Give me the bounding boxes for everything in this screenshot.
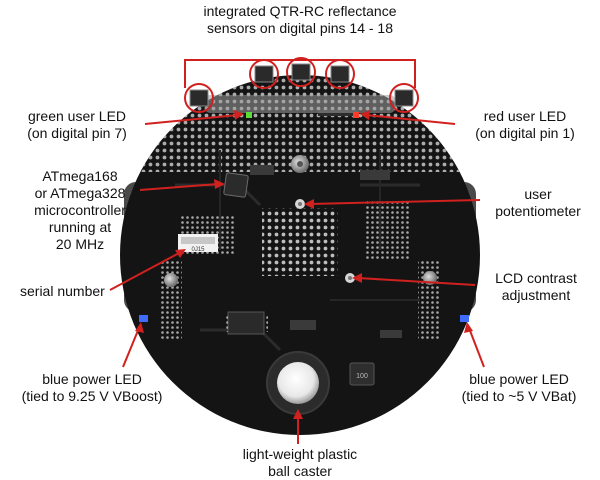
- serial-sticker: 0J15: [178, 234, 218, 253]
- user-potentiometer: [295, 199, 305, 209]
- blue-left-label: blue power LED (tied to 9.25 V VBoost): [2, 371, 182, 405]
- lcd-contrast-pot: [345, 273, 355, 283]
- arrow-red-led: [365, 114, 456, 125]
- blue-led-left: [139, 315, 148, 322]
- sensor-circle-4: [325, 59, 355, 89]
- sensor-circle-2: [249, 59, 279, 89]
- microcontroller-chip: [223, 172, 249, 198]
- green-led-label: green user LED (on digital pin 7): [2, 108, 152, 142]
- mcu-line-4: running at: [48, 219, 112, 235]
- sensor-bracket: [184, 59, 416, 88]
- caster-line-1: light-weight plastic: [242, 446, 358, 462]
- user-pot-line-2: potentiometer: [495, 203, 581, 219]
- lcd-line-2: adjustment: [501, 287, 571, 303]
- mcu-line-3: microcontroller: [34, 202, 126, 218]
- arrow-user-pot: [309, 199, 481, 205]
- user-pot-line-1: user: [524, 186, 552, 202]
- sensor-circle-1: [184, 83, 214, 113]
- title-label: integrated QTR-RC reflectance sensors on…: [180, 3, 420, 37]
- callout-arrows: [109, 110, 485, 444]
- mcu-line-2: or ATmega328: [34, 185, 126, 201]
- sensor-strip: [205, 95, 395, 113]
- blue-right-line-2: (tied to ~5 V VBat): [461, 388, 577, 404]
- sensor-4: [330, 65, 350, 83]
- sensor-2: [254, 65, 274, 83]
- serial-label: serial number: [20, 283, 130, 300]
- caster-label: light-weight plastic ball caster: [208, 446, 392, 480]
- blue-right-line-1: blue power LED: [469, 371, 569, 387]
- sensor-3: [291, 63, 311, 81]
- sensor-circle-3: [286, 57, 316, 87]
- robot-board: [120, 75, 480, 435]
- green-led-line-2: (on digital pin 7): [27, 125, 127, 141]
- arrow-blue-right: [468, 327, 485, 368]
- sensor-5: [394, 89, 414, 107]
- user-pot-label: user potentiometer: [478, 186, 598, 220]
- lcd-label: LCD contrast adjustment: [474, 270, 598, 304]
- inductor: 100: [349, 362, 375, 386]
- blue-led-right: [460, 315, 469, 322]
- red-led-line-2: (on digital pin 1): [475, 125, 575, 141]
- blue-left-line-2: (tied to 9.25 V VBoost): [21, 388, 163, 404]
- serial-line-1: serial number: [20, 283, 105, 299]
- red-led: [353, 112, 359, 118]
- qtr-sensors: [189, 63, 414, 107]
- arrow-blue-left: [122, 327, 140, 368]
- ball-caster: [266, 351, 330, 415]
- red-led-label: red user LED (on digital pin 1): [452, 108, 598, 142]
- inductor-text: 100: [356, 373, 368, 380]
- sticker-text: 0J15: [191, 247, 205, 253]
- mcu-line-1: ATmega168: [42, 168, 118, 184]
- sensor-callouts: [184, 57, 419, 113]
- mcu-label: ATmega168 or ATmega328 microcontroller r…: [18, 168, 142, 253]
- lcd-line-1: LCD contrast: [495, 270, 577, 286]
- sensor-1: [189, 89, 209, 107]
- arrow-lcd: [357, 277, 476, 286]
- caster-line-2: ball caster: [268, 463, 332, 479]
- title-line-1: integrated QTR-RC reflectance: [203, 3, 397, 19]
- arrow-mcu: [139, 183, 219, 191]
- title-line-2: sensors on digital pins 14 - 18: [207, 20, 393, 36]
- arrow-green-led: [144, 114, 239, 125]
- green-led: [246, 112, 252, 118]
- screw-left: [164, 273, 178, 287]
- red-led-line-1: red user LED: [483, 108, 567, 124]
- arrow-serial: [109, 251, 182, 291]
- blue-left-line-1: blue power LED: [42, 371, 142, 387]
- mcu-line-5: 20 MHz: [55, 236, 105, 252]
- motor-driver-chip: [224, 311, 268, 335]
- blue-right-label: blue power LED (tied to ~5 V VBat): [440, 371, 598, 405]
- green-led-line-1: green user LED: [27, 108, 127, 124]
- sensor-circle-5: [389, 83, 419, 113]
